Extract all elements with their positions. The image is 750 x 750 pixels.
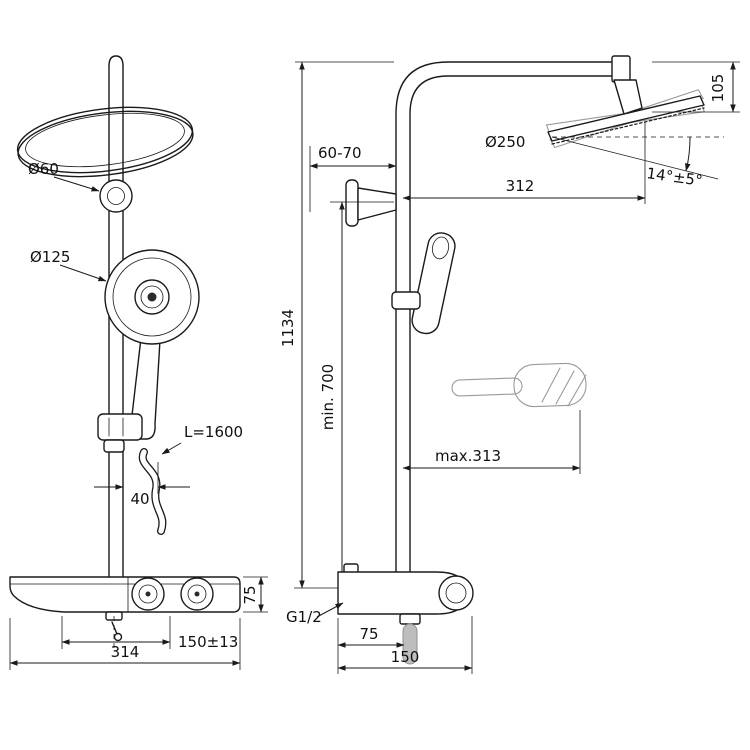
dimension-1134: 1134	[279, 61, 394, 589]
dimension-max313: max.313	[402, 410, 581, 474]
shower-hose	[138, 448, 167, 535]
dimension-314: 314	[9, 618, 241, 670]
base-unit-side	[337, 563, 474, 665]
dim-label-75-side: 75	[359, 625, 378, 643]
dimension-312: 312	[402, 122, 646, 204]
dimension-60-70: 60-70	[309, 144, 397, 212]
riser-pipe-side	[395, 61, 615, 573]
left-knob	[131, 577, 165, 611]
dim-label-1134: 1134	[279, 309, 297, 347]
side-view: 60-70 Ø250 14°±5° 10	[279, 55, 740, 674]
dimension-40: 40	[94, 458, 190, 508]
dim-label-min700: min. 700	[319, 364, 337, 430]
leader-dia60	[53, 176, 100, 192]
head-shower-side	[545, 55, 706, 149]
thread-callout: G1/2	[286, 602, 344, 626]
dim-label-105: 105	[709, 74, 727, 103]
side-knob	[438, 575, 474, 611]
angle-annotation: 14°±5°	[551, 136, 724, 190]
dimension-150: 150	[337, 616, 473, 674]
rain-shower-head-front	[16, 106, 194, 178]
dimension-75-front: 75	[241, 576, 268, 613]
dim-label-40: 40	[130, 490, 149, 508]
arm-ball-joint	[613, 79, 643, 115]
dim-label-312: 312	[506, 177, 535, 195]
dim-label-60-70: 60-70	[318, 144, 362, 162]
dimension-150pm13: 150±13	[61, 616, 238, 651]
spray-nozzles	[551, 107, 705, 145]
dim-label-hose-length: L=1600	[184, 423, 243, 441]
dim-label-g12: G1/2	[286, 608, 322, 626]
dim-label-dia60: Ø60	[28, 160, 59, 178]
leader-dia125	[59, 264, 107, 282]
pipe-mount-ring	[99, 179, 133, 213]
dim-label-angle: 14°±5°	[645, 164, 703, 190]
hand-shower-side	[391, 232, 456, 335]
right-knob	[180, 577, 214, 611]
dim-label-150pm13: 150±13	[178, 633, 238, 651]
leader-hose	[161, 442, 182, 455]
dim-label-314: 314	[111, 643, 140, 661]
hand-shower-front	[104, 249, 200, 440]
base-unit-front	[9, 576, 241, 650]
dimension-105: 105	[652, 61, 740, 113]
hand-shower-holder	[391, 291, 421, 310]
slider-bracket	[97, 413, 143, 453]
wall-bracket	[330, 179, 397, 227]
hand-shower-ghost	[451, 362, 587, 408]
dim-label-dia250: Ø250	[485, 133, 525, 151]
dim-label-75-front: 75	[241, 585, 259, 604]
dim-label-max313: max.313	[435, 447, 501, 465]
front-view: Ø60 Ø125 L=1600	[9, 55, 268, 670]
dimension-75-side: 75	[337, 618, 405, 674]
hose-outlet	[399, 613, 421, 625]
dim-label-150: 150	[391, 648, 420, 666]
dimension-min700: min. 700	[319, 201, 345, 589]
dim-label-dia125: Ø125	[30, 248, 70, 266]
